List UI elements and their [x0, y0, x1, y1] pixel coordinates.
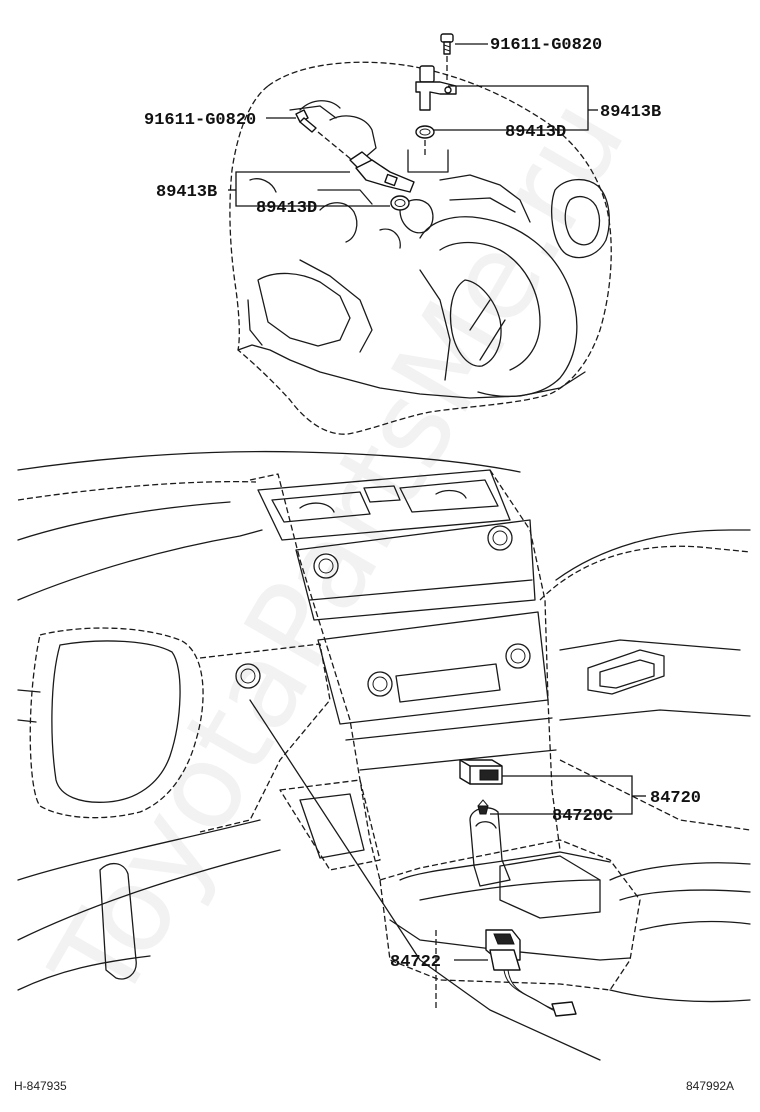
switch-84720-part — [459, 759, 503, 785]
footer-left-code: H-847935 — [14, 1079, 67, 1093]
label-ring-left: 89413D — [256, 199, 317, 218]
transaxle-drawing — [229, 61, 612, 435]
label-bolt-left: 91611-G0820 — [144, 111, 256, 130]
bolt-top-part — [440, 33, 454, 80]
speed-sensor-top-part — [415, 65, 457, 111]
shift-switch-84722-part — [485, 929, 577, 1017]
bolt-left-part — [295, 109, 353, 161]
o-ring-left-part — [390, 195, 410, 211]
leader-lines-bottom — [454, 775, 646, 961]
label-shift-switch: 84722 — [390, 953, 441, 972]
dashboard-drawing — [17, 450, 751, 1061]
label-bolt-top: 91611-G0820 — [490, 36, 602, 55]
label-switch-clip: 84720C — [552, 807, 613, 826]
watermark: ToyotaPartsMe.ru — [24, 76, 651, 1024]
leader-lines-top — [228, 43, 598, 207]
label-switch: 84720 — [650, 789, 701, 808]
o-ring-top-part — [415, 125, 435, 156]
clip-84720c-part — [477, 799, 489, 815]
label-sensor-left: 89413B — [156, 183, 217, 202]
label-sensor-top: 89413B — [600, 103, 661, 122]
footer-right-code: 847992A — [686, 1079, 734, 1093]
label-ring-top: 89413D — [505, 123, 566, 142]
speed-sensor-left-part — [349, 151, 415, 193]
